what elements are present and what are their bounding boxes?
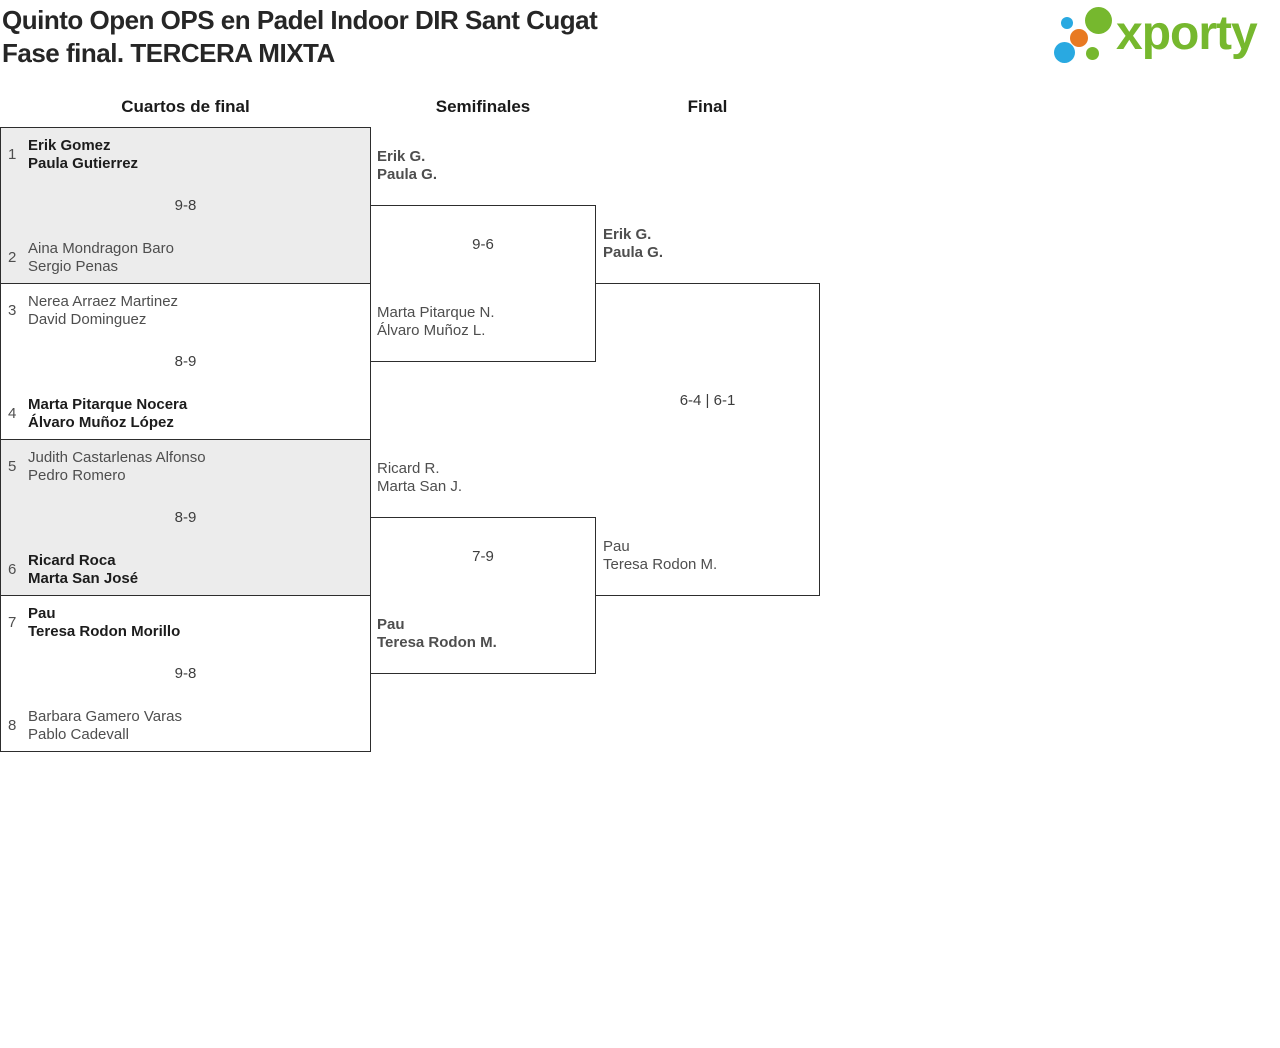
match-quarterfinal-1: 1 Erik Gomez Paula Gutierrez 9-8 2 Aina …: [0, 127, 371, 284]
player-name: Judith Castarlenas Alfonso: [28, 449, 206, 466]
player-name: Álvaro Muñoz López: [28, 414, 174, 431]
seed-number: 5: [8, 458, 17, 475]
match-score: 7-9: [472, 548, 494, 565]
player-name: Paula G.: [377, 166, 438, 183]
team-name: Pau Teresa Rodon M.: [603, 538, 717, 574]
team-name: Pau Teresa Rodon Morillo: [28, 605, 180, 641]
player-name: Álvaro Muñoz L.: [377, 322, 486, 339]
seed-number: 8: [8, 717, 17, 734]
team-name: Erik G. Paula G.: [377, 148, 437, 184]
seed-number: 4: [8, 405, 17, 422]
xporty-logo[interactable]: xporty: [1050, 0, 1280, 72]
logo-dot-icon: [1086, 47, 1099, 60]
team-name: Barbara Gamero Varas Pablo Cadevall: [28, 708, 182, 744]
seed-number: 1: [8, 146, 17, 163]
match-score: 6-4 | 6-1: [679, 392, 736, 409]
round-header-semifinales: Semifinales: [435, 97, 531, 116]
player-name: Teresa Rodon M.: [603, 556, 718, 573]
team-name: Marta Pitarque Nocera Álvaro Muñoz López: [28, 396, 187, 432]
seed-number: 3: [8, 302, 17, 319]
player-name: Pau: [28, 605, 56, 622]
player-name: Ricard Roca: [28, 552, 116, 569]
player-name: Teresa Rodon Morillo: [28, 623, 181, 640]
player-name: Barbara Gamero Varas: [28, 708, 182, 725]
page-title-line2: Fase final. TERCERA MIXTA: [2, 38, 335, 68]
player-name: Teresa Rodon M.: [377, 634, 497, 651]
team-name: Judith Castarlenas Alfonso Pedro Romero: [28, 449, 206, 485]
round-header-final: Final: [687, 97, 728, 116]
team-name: Aina Mondragon Baro Sergio Penas: [28, 240, 174, 276]
player-name: Marta San J.: [377, 478, 463, 495]
logo-dot-icon: [1070, 29, 1088, 47]
logo-dot-icon: [1061, 17, 1073, 29]
team-name: Erik G. Paula G.: [603, 226, 663, 262]
team-name: Erik Gomez Paula Gutierrez: [28, 137, 138, 173]
logo-wordmark: xporty: [1116, 7, 1258, 60]
team-name: Pau Teresa Rodon M.: [377, 616, 497, 652]
match-quarterfinal-3: 5 Judith Castarlenas Alfonso Pedro Romer…: [0, 439, 371, 596]
match-score: 9-8: [174, 665, 197, 682]
player-name: Marta Pitarque Nocera: [28, 396, 188, 413]
match-score: 9-8: [174, 197, 197, 214]
team-name: Ricard R. Marta San J.: [377, 460, 462, 496]
match-score: 8-9: [174, 353, 197, 370]
player-name: Nerea Arraez Martinez: [28, 293, 179, 310]
page-title-line1: Quinto Open OPS en Padel Indoor DIR Sant…: [2, 5, 598, 35]
player-name: Ricard R.: [377, 460, 440, 477]
player-name: Paula G.: [603, 244, 664, 261]
seed-number: 2: [8, 249, 17, 266]
match-final: [595, 283, 820, 596]
player-name: Erik G.: [603, 226, 652, 243]
team-name: Nerea Arraez Martinez David Dominguez: [28, 293, 178, 329]
logo-dot-icon: [1085, 7, 1112, 34]
player-name: Sergio Penas: [28, 258, 119, 275]
team-name: Ricard Roca Marta San José: [28, 552, 138, 588]
match-score: 8-9: [174, 509, 197, 526]
match-quarterfinal-4: 7 Pau Teresa Rodon Morillo 9-8 8 Barbara…: [0, 595, 371, 752]
logo-dot-icon: [1054, 42, 1075, 63]
player-name: Pablo Cadevall: [28, 726, 129, 743]
team-name: Marta Pitarque N. Álvaro Muñoz L.: [377, 304, 495, 340]
match-score: 9-6: [472, 236, 494, 253]
player-name: David Dominguez: [28, 311, 147, 328]
player-name: Pau: [603, 538, 630, 555]
player-name: Marta Pitarque N.: [377, 304, 495, 321]
player-name: Aina Mondragon Baro: [28, 240, 174, 257]
player-name: Erik Gomez: [28, 137, 111, 154]
player-name: Erik G.: [377, 148, 426, 165]
player-name: Pedro Romero: [28, 467, 126, 484]
round-header-cuartos: Cuartos de final: [121, 97, 250, 116]
match-quarterfinal-2: 3 Nerea Arraez Martinez David Dominguez …: [0, 283, 371, 440]
page-title: Quinto Open OPS en Padel Indoor DIR Sant…: [2, 4, 598, 70]
player-name: Paula Gutierrez: [28, 155, 139, 172]
player-name: Pau: [377, 616, 405, 633]
seed-number: 6: [8, 561, 17, 578]
seed-number: 7: [8, 614, 17, 631]
player-name: Marta San José: [28, 570, 139, 587]
